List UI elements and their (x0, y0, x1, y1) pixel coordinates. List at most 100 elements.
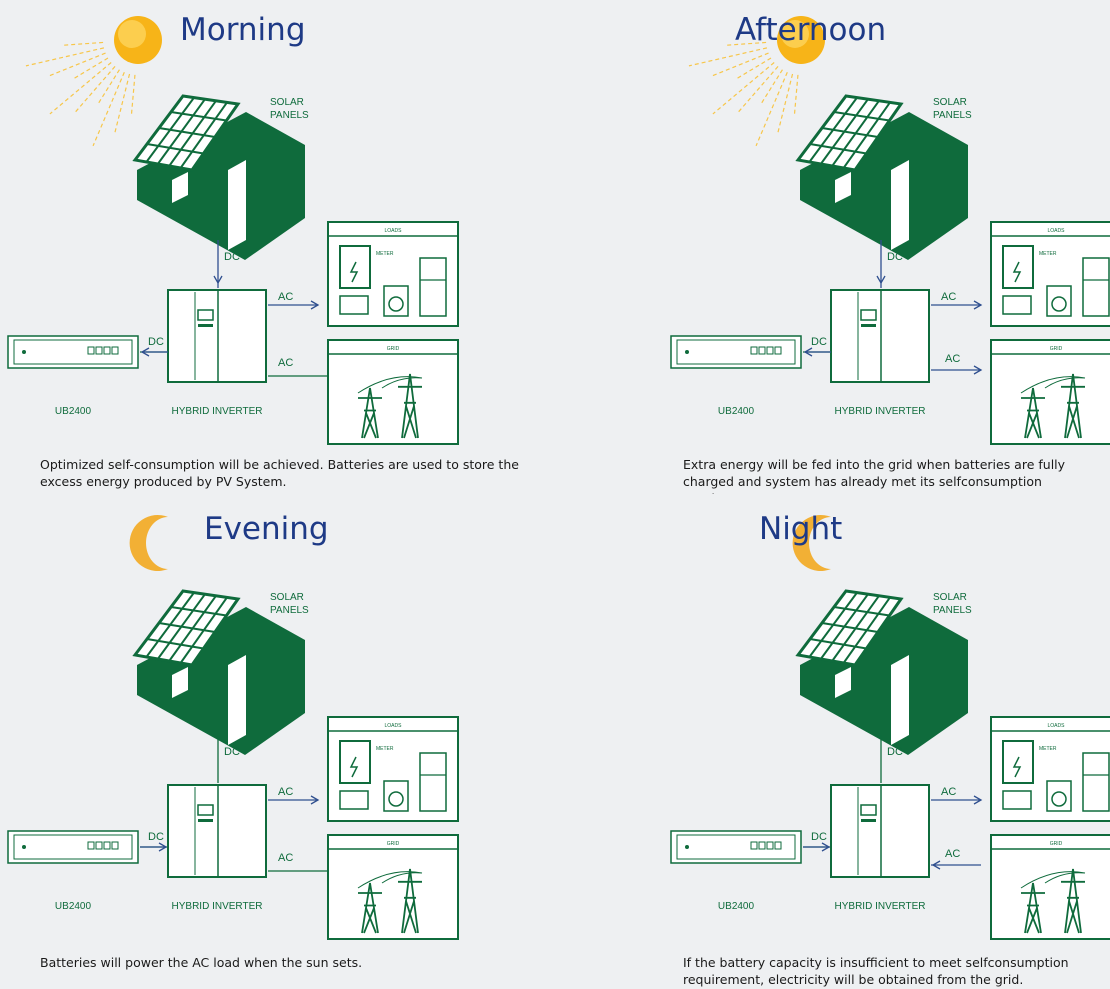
computer-icon (339, 790, 369, 810)
solar-panels-label-line2: PANELS (270, 110, 309, 121)
lightning-icon (349, 756, 359, 778)
fridge-icon (1082, 752, 1110, 812)
battery-box (7, 335, 139, 369)
sun-highlight (118, 20, 146, 48)
fridge-icon (1082, 257, 1110, 317)
solar-panels-label: SOLAR (933, 592, 967, 603)
dc-label-top: DC (887, 746, 903, 758)
grid-label: GRID (1050, 841, 1063, 847)
sun-icon (25, 16, 162, 147)
dc-label-battery: DC (148, 336, 164, 348)
battery-box (670, 335, 802, 369)
solar-panel-grid-line (819, 98, 869, 165)
panel-title: Evening (204, 511, 329, 547)
hybrid-inverter-icon (830, 784, 930, 878)
battery-inner (676, 834, 796, 860)
fridge-icon (419, 257, 447, 317)
transmission-tower-icon (1061, 373, 1085, 439)
computer-icon (339, 295, 369, 315)
loads-frame (327, 221, 459, 327)
battery-port (766, 841, 774, 850)
hybrid-inverter-icon (167, 289, 267, 383)
battery-led (685, 845, 689, 849)
meter-label: METER (376, 251, 394, 257)
solar-panel-grid-line (145, 592, 195, 658)
hybrid-inverter-icon (167, 784, 267, 878)
sun-ray (63, 41, 104, 46)
solar-panel-grid-line (145, 97, 195, 163)
inverter-display (197, 804, 214, 816)
loads-frame (327, 716, 459, 822)
meter-icon (339, 740, 371, 784)
house-window (172, 172, 188, 203)
transmission-tower-icon (1021, 387, 1045, 439)
lightning-icon (349, 261, 359, 283)
moon-icon (792, 515, 831, 571)
sun-ray (777, 73, 794, 133)
lightning-icon (1012, 261, 1022, 283)
dc-label-battery: DC (811, 831, 827, 843)
battery-label: UB2400 (55, 901, 92, 912)
battery-port (87, 346, 95, 355)
house-icon (132, 589, 305, 755)
dc-label-top: DC (224, 251, 240, 263)
moon-crescent (792, 515, 831, 571)
arrow-head (973, 795, 983, 805)
solar-panels-icon (132, 94, 241, 172)
solar-panel-grid-line (808, 592, 858, 658)
battery-port (103, 346, 111, 355)
house-icon (795, 589, 968, 755)
solar-panel-grid-line (179, 101, 228, 169)
battery-port (750, 346, 758, 355)
battery-port (758, 841, 766, 850)
inverter-box (830, 289, 930, 383)
battery-label: UB2400 (718, 901, 755, 912)
solar-panels-icon (132, 589, 241, 667)
grid-box: GRID (327, 339, 459, 445)
grid-box: GRID (990, 834, 1110, 940)
transmission-tower-icon (1061, 868, 1085, 934)
hybrid-inverter-icon (830, 289, 930, 383)
solar-panel-grid-line (833, 606, 890, 617)
arrow-head (973, 365, 983, 375)
panel-caption: Extra energy will be fed into the grid w… (683, 457, 1066, 494)
grid-label: GRID (1050, 346, 1063, 352)
battery-port (103, 841, 111, 850)
solar-panel-grid-line (833, 111, 890, 122)
solar-panels-label: SOLAR (933, 97, 967, 108)
inverter-display (860, 309, 877, 321)
solar-panel-grid-line (156, 593, 206, 660)
solar-panels-icon (795, 94, 904, 172)
battery-led (685, 350, 689, 354)
power-line (1020, 376, 1086, 394)
solar-panel-grid-line (808, 97, 858, 163)
power-line (357, 376, 423, 394)
battery-inner (13, 834, 133, 860)
dc-label-top: DC (224, 746, 240, 758)
sun-ray (130, 74, 136, 115)
solar-panel-grid-line (156, 98, 206, 165)
solar-panel-grid-line (168, 100, 217, 167)
panel-caption: Batteries will power the AC load when th… (40, 955, 363, 970)
solar-panel-grid-line (831, 100, 880, 167)
sun-icon (688, 16, 825, 147)
inverter-display (860, 804, 877, 816)
transmission-tower-icon (358, 387, 382, 439)
arrow-head (973, 300, 983, 310)
battery-port (774, 346, 782, 355)
grid-frame (990, 339, 1110, 445)
house-window (172, 667, 188, 698)
ac-label-loads: AC (941, 291, 956, 303)
panel-title: Night (759, 511, 843, 547)
sun-ray (738, 66, 779, 113)
solar-panel-grid-line (158, 622, 216, 633)
inverter-buttons (861, 324, 876, 327)
loads-frame (990, 716, 1110, 822)
dc-label-battery: DC (148, 831, 164, 843)
arrow-head (310, 300, 320, 310)
sun-ray (760, 69, 783, 104)
dc-label-top: DC (887, 251, 903, 263)
